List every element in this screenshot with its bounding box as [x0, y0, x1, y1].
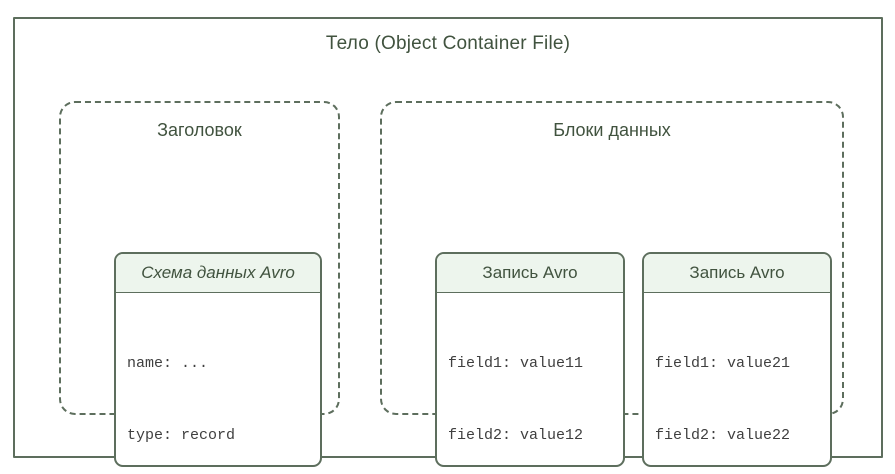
section-data-blocks-label: Блоки данных — [553, 120, 671, 140]
schema-line: name: ... — [127, 355, 209, 372]
record-line: field1: value21 — [655, 355, 791, 372]
section-header-label: Заголовок — [157, 120, 242, 140]
schema-line: type: record — [127, 427, 236, 444]
avro-schema-card: Схема данных Avro name: ... type: record… — [114, 252, 322, 467]
avro-record-card: Запись Avro field1: value11 field2: valu… — [435, 252, 625, 467]
record-line: field2: value22 — [655, 427, 791, 444]
avro-record-card-body: field1: value21 field2: value22 ... [sys… — [644, 293, 830, 465]
avro-schema-card-title: Схема данных Avro — [116, 254, 320, 293]
record-line: field1: value11 — [448, 355, 584, 372]
avro-record-card: Запись Avro field1: value21 field2: valu… — [642, 252, 832, 467]
avro-record-card-body: field1: value11 field2: value12 ... [sys… — [437, 293, 623, 465]
object-container-file-box: Тело (Object Container File) Заголовок С… — [13, 17, 883, 467]
section-header-box: Заголовок Схема данных Avro name: ... ty… — [59, 101, 340, 467]
record-line: field2: value12 — [448, 427, 584, 444]
diagram-title: Тело (Object Container File) — [325, 33, 571, 54]
avro-record-card-title: Запись Avro — [644, 254, 830, 293]
avro-record-card-title: Запись Avro — [437, 254, 623, 293]
section-data-blocks-box: Блоки данных Запись Avro field1: value11… — [380, 101, 844, 467]
avro-schema-card-body: name: ... type: record field1: datatype1… — [116, 293, 320, 465]
